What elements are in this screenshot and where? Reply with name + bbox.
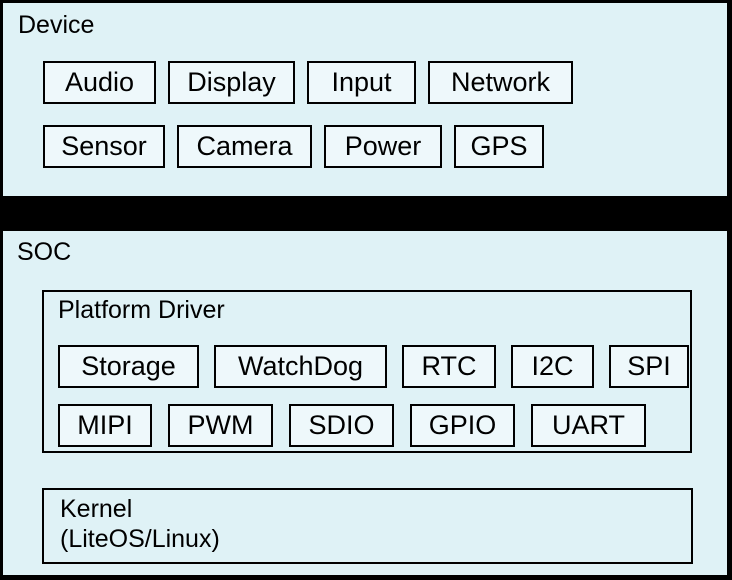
device-row-2: Sensor Camera Power GPS [43, 125, 544, 168]
device-box-camera: Camera [177, 125, 312, 168]
pd-box-gpio: GPIO [410, 404, 515, 447]
device-box-display: Display [168, 61, 295, 104]
pd-box-rtc: RTC [402, 345, 496, 388]
kernel-box: Kernel (LiteOS/Linux) [42, 488, 693, 564]
pd-box-pwm: PWM [168, 404, 273, 447]
device-box-input: Input [307, 61, 416, 104]
device-box-power: Power [324, 125, 442, 168]
kernel-title: Kernel [60, 495, 133, 523]
device-box-sensor: Sensor [43, 125, 165, 168]
device-box-network: Network [428, 61, 573, 104]
platform-driver-row-1: Storage WatchDog RTC I2C SPI [58, 345, 689, 388]
pd-box-watchdog: WatchDog [214, 345, 387, 388]
pd-box-spi: SPI [609, 345, 689, 388]
soc-section-title: SOC [17, 238, 72, 266]
pd-box-storage: Storage [58, 345, 199, 388]
device-section-title: Device [18, 11, 95, 39]
pd-box-uart: UART [531, 404, 646, 447]
platform-driver-row-2: MIPI PWM SDIO GPIO UART [58, 404, 646, 447]
pd-box-sdio: SDIO [289, 404, 394, 447]
kernel-subtitle: (LiteOS/Linux) [60, 525, 220, 553]
device-section: Device Audio Display Input Network Senso… [3, 3, 727, 196]
platform-driver-title: Platform Driver [58, 296, 225, 324]
pd-box-mipi: MIPI [58, 404, 152, 447]
soc-section: SOC Platform Driver Storage WatchDog RTC… [3, 231, 727, 575]
device-box-audio: Audio [43, 61, 156, 104]
device-box-gps: GPS [454, 125, 544, 168]
device-row-1: Audio Display Input Network [43, 61, 573, 104]
pd-box-i2c: I2C [511, 345, 594, 388]
platform-driver-box: Platform Driver Storage WatchDog RTC I2C… [42, 290, 692, 453]
